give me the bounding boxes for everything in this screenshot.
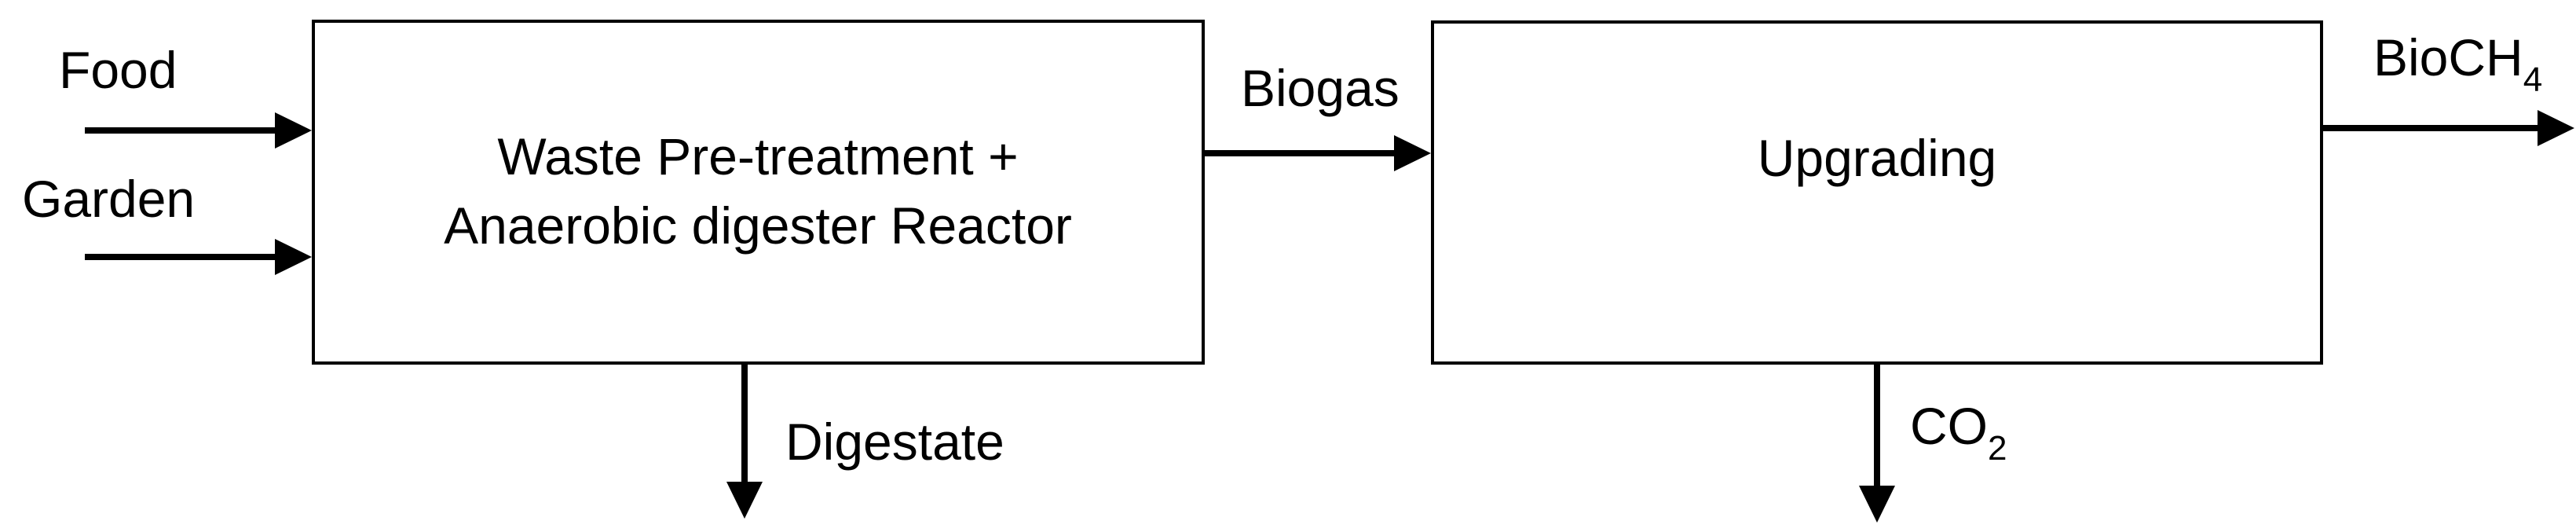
food-arrow-head	[275, 112, 312, 149]
block-upgrading-label: Upgrading	[1758, 129, 1997, 187]
stream-label-co2-text: CO	[1910, 397, 1988, 455]
stream-label-garden: Garden	[22, 170, 195, 228]
stream-garden-in: Garden	[22, 170, 312, 275]
block-upgrading-rect[interactable]	[1431, 20, 2323, 365]
stream-food-in: Food	[59, 41, 312, 149]
garden-arrow-head	[275, 239, 312, 275]
biogas-arrow-head	[1394, 135, 1431, 171]
stream-label-co2: CO2	[1910, 397, 2007, 468]
stream-label-food: Food	[59, 41, 177, 99]
digestate-arrow-head	[726, 482, 763, 519]
stream-label-co2-subscript: 2	[1988, 429, 2007, 468]
stream-biomethane-out: BioCH4	[2323, 28, 2574, 146]
stream-label-digestate: Digestate	[785, 413, 1004, 471]
biomethane-arrow-head	[2538, 110, 2574, 146]
block-reactor-rect[interactable]	[312, 20, 1205, 365]
block-reactor[interactable]: Waste Pre-treatment + Anaerobic digester…	[312, 20, 1205, 365]
stream-label-biomethane-subscript: 4	[2523, 61, 2542, 99]
block-reactor-label-line1: Waste Pre-treatment +	[497, 127, 1018, 185]
stream-co2-out: CO2	[1859, 365, 2007, 523]
stream-digestate-out: Digestate	[726, 365, 1004, 519]
stream-label-biogas: Biogas	[1241, 59, 1400, 117]
co2-arrow-head	[1859, 486, 1895, 523]
block-reactor-label-line2: Anaerobic digester Reactor	[444, 196, 1072, 255]
block-upgrading[interactable]: Upgrading	[1431, 20, 2323, 365]
stream-label-biomethane: BioCH4	[2373, 28, 2542, 99]
stream-label-biomethane-text: BioCH	[2373, 28, 2523, 86]
stream-biogas: Biogas	[1205, 59, 1431, 171]
